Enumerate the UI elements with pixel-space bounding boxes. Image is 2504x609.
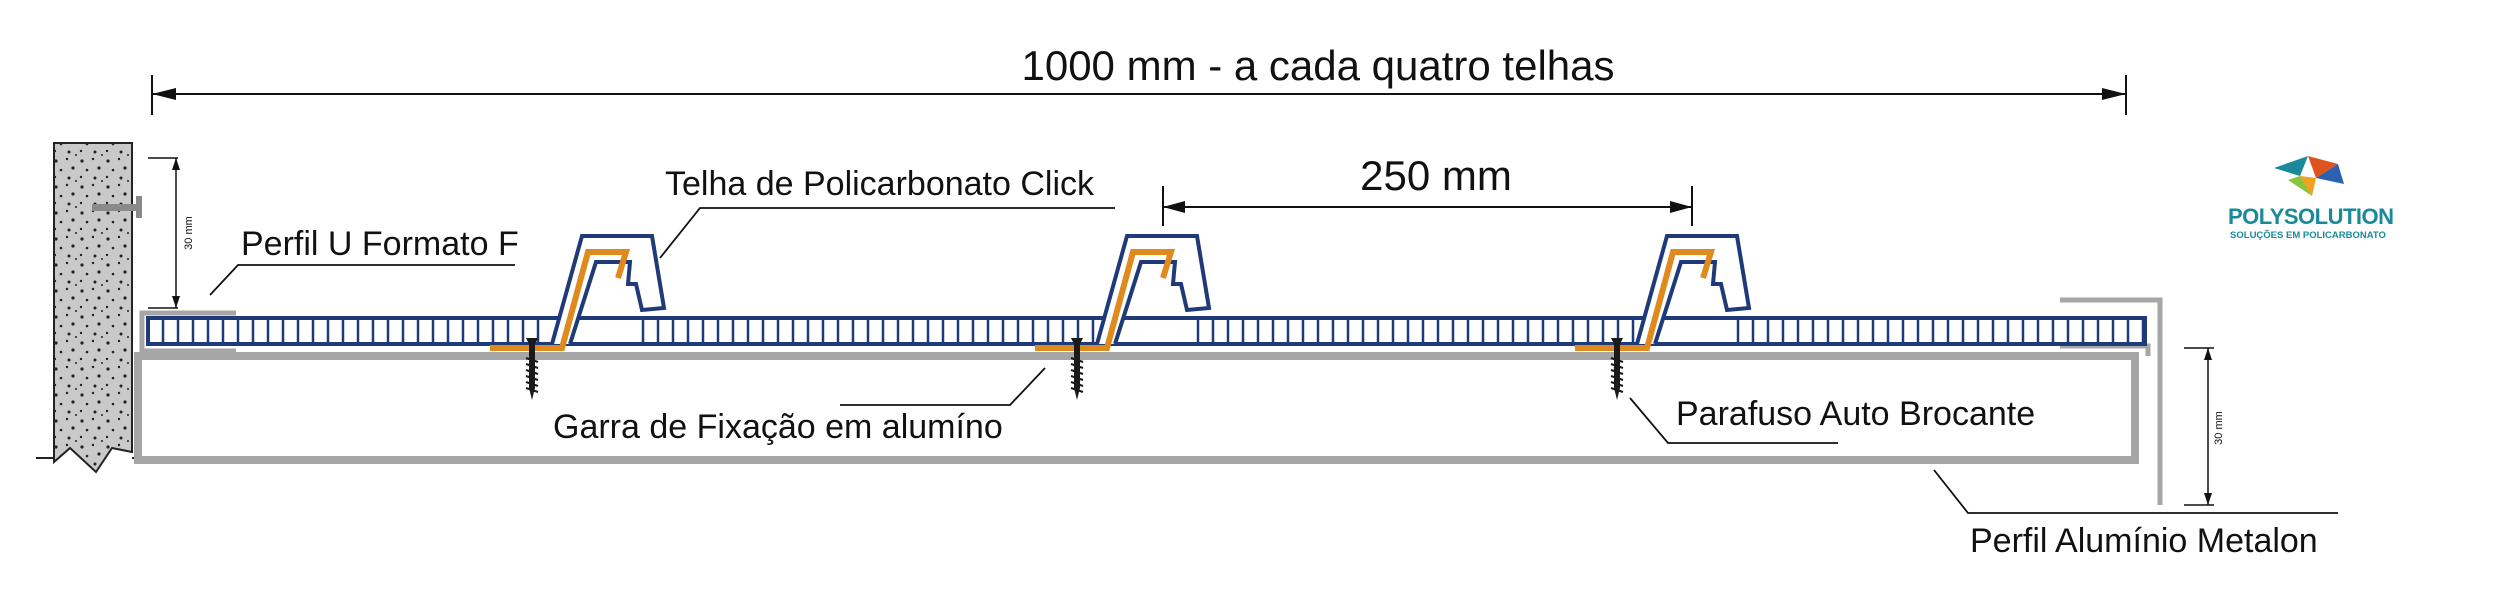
total-span-label: 1000 mm - a cada quatro telhas [1021, 42, 1614, 89]
fixing-clip [1575, 249, 1716, 351]
parafuso-leader [1629, 397, 1838, 444]
click-rib [1035, 234, 1212, 400]
fixing-clip [1035, 249, 1176, 351]
screw-thread [1070, 363, 1084, 369]
telha-leader [659, 207, 1115, 259]
screw-thread [1610, 369, 1624, 375]
garra-leader [840, 367, 1046, 406]
screw-thread [525, 363, 539, 369]
screw-thread [525, 381, 539, 387]
total-span-dimension: 1000 mm - a cada quatro telhas [151, 38, 2127, 115]
rib-spacing-dimension: 250 mm [1162, 152, 1693, 226]
screw-thread [1070, 357, 1084, 363]
screw-thread [1070, 369, 1084, 375]
callout-leaders [209, 207, 2338, 514]
rib-profile [1095, 234, 1212, 345]
u-profile-left [139, 310, 236, 354]
screw-thread [1610, 357, 1624, 363]
left-height-label: 30 mm [183, 216, 195, 250]
garra-label: Garra de Fixação em alumíno [553, 408, 1003, 446]
metalon-label: Perfil Alumínio Metalon [1970, 522, 2318, 560]
metalon-profile [134, 352, 2139, 464]
polysolution-logo: POLYSOLUTION SOLUÇÕES EM POLICARBONATO [2228, 150, 2394, 250]
rib-profile [550, 234, 667, 345]
screw-thread [525, 357, 539, 363]
metalon-leader [1933, 469, 2338, 514]
fixing-clip [490, 249, 631, 351]
brand-name: POLYSOLUTION [2228, 204, 2394, 229]
right-height-label: 30 mm [2213, 411, 2225, 445]
screw-thread [1070, 381, 1084, 387]
click-rib [1575, 234, 1752, 400]
screw-thread [1610, 375, 1624, 381]
parafuso-label: Parafuso Auto Brocante [1676, 395, 2035, 433]
telha-label: Telha de Policarbonato Click [665, 165, 1095, 203]
screw-thread [525, 369, 539, 375]
polysolution-logo-icon [2274, 156, 2344, 196]
click-ribs [490, 234, 1752, 400]
perfil-u-label: Perfil U Formato F [241, 225, 519, 263]
screw-thread [525, 387, 539, 393]
screw-thread [1070, 375, 1084, 381]
screw-thread [1610, 363, 1624, 369]
perfil-u-leader [209, 264, 515, 296]
screw-thread [1610, 381, 1624, 387]
wall-anchor-icon [92, 204, 138, 211]
left-height-dimension: 30 mm [148, 157, 195, 309]
screw-thread [525, 375, 539, 381]
brand-tagline: SOLUÇÕES EM POLICARBONATO [2230, 230, 2386, 241]
click-rib [490, 234, 667, 400]
screw-thread [1070, 387, 1084, 393]
screw-thread [1610, 387, 1624, 393]
rib-spacing-label: 250 mm [1360, 152, 1512, 199]
panel-cell-walls [161, 318, 2145, 344]
rib-profile [1635, 234, 1752, 345]
polycarbonate-panel [146, 316, 2147, 346]
right-height-dimension: 30 mm [2184, 347, 2225, 506]
